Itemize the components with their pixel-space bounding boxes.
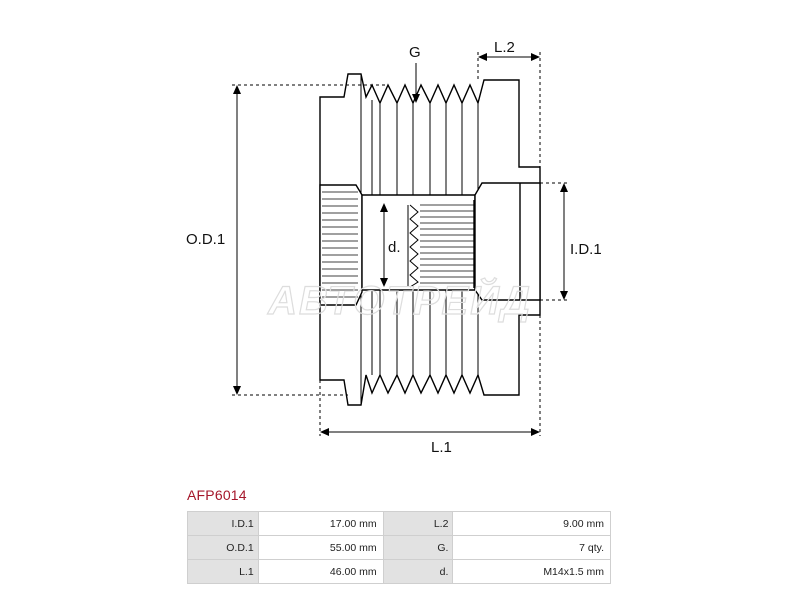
central-bore bbox=[362, 194, 476, 291]
id1-label: I.D.1 bbox=[570, 241, 602, 258]
hub-knurling bbox=[322, 191, 358, 298]
spec-label: O.D.1 bbox=[187, 535, 259, 560]
spec-label: L.2 bbox=[382, 511, 454, 536]
table-row: O.D.1 55.00 mm G. 7 qty. bbox=[187, 535, 611, 560]
spec-value: 7 qty. bbox=[452, 535, 611, 560]
od1-label: O.D.1 bbox=[186, 231, 225, 248]
spec-value: M14x1.5 mm bbox=[452, 559, 611, 584]
spec-value: 46.00 mm bbox=[257, 559, 384, 584]
left-hub bbox=[319, 184, 363, 306]
spec-label: L.1 bbox=[187, 559, 259, 584]
pulley-technical-drawing: АВТОТРЕЙД G L.2 O.D.1 I.D.1 d. L.1 bbox=[186, 39, 602, 456]
spec-label: I.D.1 bbox=[187, 511, 259, 536]
spec-label: d. bbox=[382, 559, 454, 584]
spec-label: G. bbox=[382, 535, 454, 560]
spec-value: 9.00 mm bbox=[452, 511, 611, 536]
spec-table: I.D.1 17.00 mm L.2 9.00 mm O.D.1 55.00 m… bbox=[187, 511, 611, 584]
l2-label: L.2 bbox=[494, 39, 515, 56]
groove-label: G bbox=[409, 44, 421, 61]
l1-label: L.1 bbox=[431, 439, 452, 456]
thread-label: d. bbox=[388, 239, 401, 256]
table-row: L.1 46.00 mm d. M14x1.5 mm bbox=[187, 559, 611, 584]
table-row: I.D.1 17.00 mm L.2 9.00 mm bbox=[187, 511, 611, 536]
thread-zigzag bbox=[409, 204, 419, 288]
spec-value: 55.00 mm bbox=[257, 535, 384, 560]
part-code: AFP6014 bbox=[187, 487, 247, 503]
watermark-text: АВТОТРЕЙД bbox=[267, 276, 532, 323]
spec-value: 17.00 mm bbox=[257, 511, 384, 536]
thread-hatching bbox=[420, 204, 474, 284]
